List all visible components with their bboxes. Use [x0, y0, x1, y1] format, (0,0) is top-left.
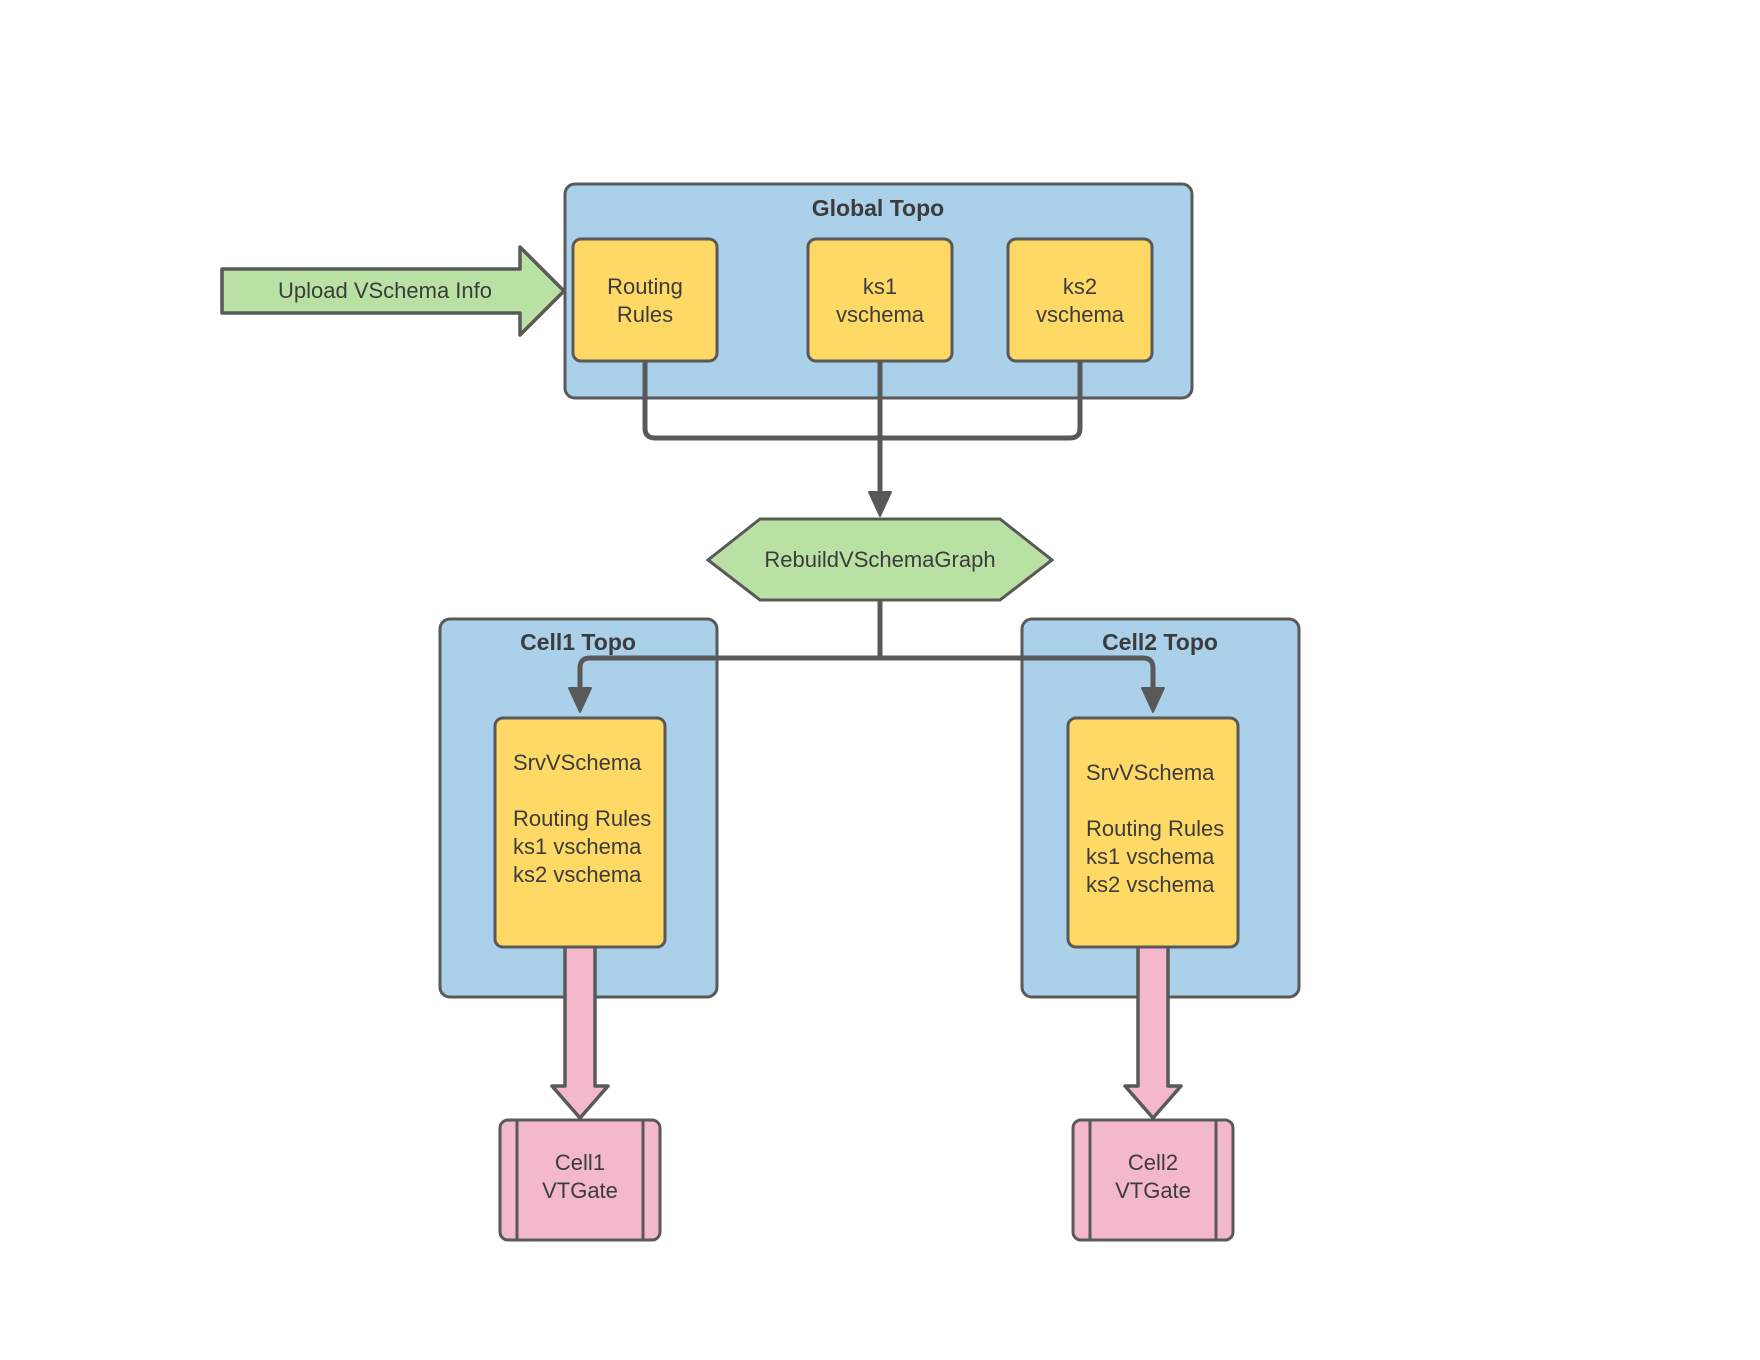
cell1-vtgate-box: [498, 1118, 662, 1242]
cell2-srvvschema-line2: Routing Rules: [1086, 816, 1224, 841]
node-routing-rules: Routing Rules: [571, 237, 719, 363]
right-arrow-shape: [220, 245, 566, 337]
cell2-vtgate-node: Cell2 VTGate: [1071, 1118, 1235, 1242]
cell2-topo-title: Cell2 Topo: [1102, 629, 1218, 655]
cell1-srvvschema-line1: SrvVSchema: [513, 750, 642, 775]
rebuild-label: RebuildVSchemaGraph: [764, 547, 995, 572]
cell1-vtgate-arrow: [550, 942, 610, 1120]
cell2-srvvschema-node: SrvVSchema Routing Rules ks1 vschema ks2…: [1066, 716, 1240, 949]
cell1-srvvschema-line2: Routing Rules: [513, 806, 651, 831]
upload-arrow-label: Upload VSchema Info: [278, 278, 492, 303]
ks1-label-line1: ks1: [863, 274, 897, 299]
rebuild-vschema-graph-node: RebuildVSchemaGraph: [705, 517, 1055, 602]
connector-split-bar: [577, 655, 1156, 692]
connector-ks2: [882, 360, 1083, 441]
connector-routing-rules: [642, 360, 878, 441]
cell2-vtgate-label-line2: VTGate: [1115, 1178, 1191, 1203]
cell1-topo-title: Cell1 Topo: [520, 629, 636, 655]
cell1-srvvschema-line3: ks1 vschema: [513, 834, 642, 859]
cell2-srvvschema-line3: ks1 vschema: [1086, 844, 1215, 869]
upload-vschema-arrow: Upload VSchema Info: [220, 245, 566, 337]
ks2-label-line1: ks2: [1063, 274, 1097, 299]
routing-rules-label-line1: Routing: [607, 274, 683, 299]
cell1-vtgate-node: Cell1 VTGate: [498, 1118, 662, 1242]
merge-connectors: [642, 360, 1083, 517]
cell1-srvvschema-line4: ks2 vschema: [513, 862, 642, 887]
cell2-srvvschema-line4: ks2 vschema: [1086, 872, 1215, 897]
arrowhead-to-cell1: [568, 687, 592, 713]
rebuild-hexagon-shape: [705, 517, 1055, 602]
routing-rules-label-line2: Rules: [617, 302, 673, 327]
global-topo-title: Global Topo: [812, 195, 944, 221]
cell2-vtgate-arrow: [1123, 942, 1183, 1120]
node-ks1-vschema: ks1 vschema: [806, 237, 954, 363]
cell1-vtgate-label-line2: VTGate: [542, 1178, 618, 1203]
routing-rules-box: [571, 237, 719, 363]
arrowhead-to-rebuild: [868, 491, 892, 517]
cell1-srvvschema-box: [493, 716, 667, 949]
cell2-srvvschema-line1: SrvVSchema: [1086, 760, 1215, 785]
cell2-vtgate-label-line1: Cell2: [1128, 1150, 1178, 1175]
split-connectors: [568, 600, 1165, 713]
ks2-vschema-box: [1006, 237, 1154, 363]
arrowhead-to-cell2: [1141, 687, 1165, 713]
ks2-label-line2: vschema: [1036, 302, 1125, 327]
cell2-srvvschema-box: [1066, 716, 1240, 949]
ks1-vschema-box: [806, 237, 954, 363]
node-ks2-vschema: ks2 vschema: [1006, 237, 1154, 363]
ks1-label-line2: vschema: [836, 302, 925, 327]
cell1-srvvschema-node: SrvVSchema Routing Rules ks1 vschema ks2…: [493, 716, 667, 949]
cell1-vtgate-label-line1: Cell1: [555, 1150, 605, 1175]
cell2-vtgate-box: [1071, 1118, 1235, 1242]
